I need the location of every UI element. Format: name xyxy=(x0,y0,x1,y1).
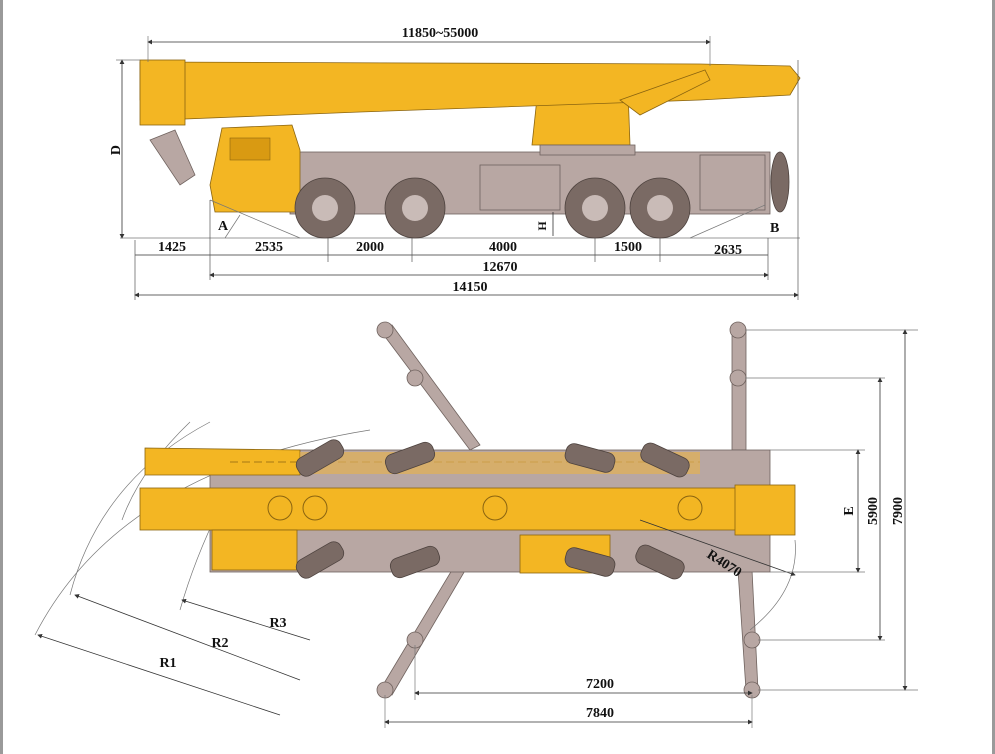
boom-top xyxy=(139,487,771,531)
dim-front-overhang: 1425 xyxy=(158,240,186,255)
telescopic-boom xyxy=(139,61,801,121)
top-view: R1 R2 R3 xyxy=(34,321,918,728)
tires-top xyxy=(295,439,690,580)
height-label: D xyxy=(109,145,124,155)
ground-clearance-label: H xyxy=(535,221,549,231)
radius-r1-label: R1 xyxy=(159,656,176,671)
boom-head xyxy=(139,59,186,126)
outriggers xyxy=(376,321,761,699)
radius-r2-label: R2 xyxy=(211,636,228,651)
boom-length-label: 11850~55000 xyxy=(402,26,479,41)
rear-body xyxy=(699,154,766,211)
dim-segment: 2000 xyxy=(356,240,384,255)
dim-rear-overhang: 2635 xyxy=(714,243,742,258)
outrigger-span-label: E xyxy=(842,506,857,515)
outrigger-length-inner: 7200 xyxy=(586,677,614,692)
approach-angle-label: A xyxy=(218,219,229,234)
dim-segment: 4000 xyxy=(489,240,517,255)
dim-segment: 2535 xyxy=(255,240,283,255)
departure-angle-label: B xyxy=(770,221,779,236)
outrigger-width-outer: 7900 xyxy=(891,497,906,525)
cab-window xyxy=(229,137,271,161)
outrigger-length-outer: 7840 xyxy=(586,706,614,721)
jib-lattice xyxy=(300,452,700,474)
counterweight xyxy=(734,484,796,536)
outrigger-width-inner: 5900 xyxy=(866,497,881,525)
dim-wheelbase-total: 12670 xyxy=(483,260,518,275)
turntable xyxy=(539,144,636,156)
front-left-outrigger xyxy=(379,324,481,451)
side-view: 11850~55000 D A B H 1425 2535 2000 4000 … xyxy=(109,26,801,300)
wheels xyxy=(294,177,691,239)
fuel-tank xyxy=(479,164,561,211)
spare-wheel xyxy=(770,151,790,213)
boom-lattice xyxy=(144,447,301,476)
dim-overall-length: 14150 xyxy=(453,280,488,295)
hook-block xyxy=(149,129,196,186)
rear-right-outrigger xyxy=(737,569,759,691)
luffing-cylinder xyxy=(619,69,711,116)
cab-top xyxy=(211,529,298,571)
dim-segment: 1500 xyxy=(614,240,642,255)
rear-left-outrigger xyxy=(731,329,747,451)
radius-r3-label: R3 xyxy=(269,616,286,631)
